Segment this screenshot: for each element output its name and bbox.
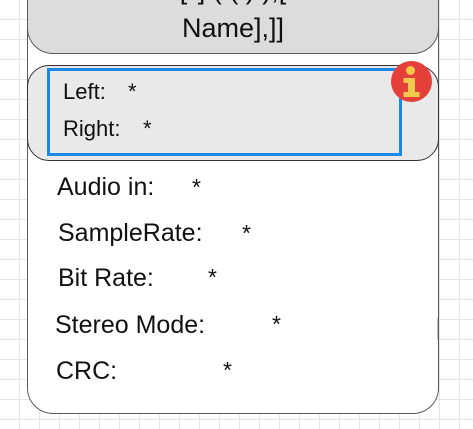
block-title-header[interactable]: [*] ( ( ) ),[ Name],]] (27, 0, 439, 54)
prop-audio-in-value: * (192, 174, 201, 200)
prop-crc-label: CRC: (56, 357, 118, 385)
prop-audio-in-label: Audio in: (57, 173, 155, 201)
port-right-label: Right: (63, 116, 121, 141)
prop-stereo-mode-value: * (272, 311, 281, 337)
port-right-value: * (143, 116, 152, 141)
prop-bitrate-value: * (208, 264, 217, 290)
info-icon-glyph (391, 61, 432, 102)
port-left-value: * (128, 79, 137, 104)
audio-block-body[interactable] (27, 0, 439, 414)
port-left-label: Left: (63, 79, 106, 104)
prop-stereo-mode-label: Stereo Mode: (55, 311, 206, 339)
ports-section[interactable] (27, 65, 439, 161)
info-icon[interactable] (391, 61, 432, 102)
prop-samplerate-label: SampleRate: (58, 219, 203, 247)
prop-samplerate-value: * (242, 220, 251, 246)
block-title-line-1: [*] ( ( ) ),[ (28, 0, 438, 6)
selection-highlight (47, 68, 402, 156)
prop-bitrate-label: Bit Rate: (58, 264, 154, 292)
prop-crc-value: * (223, 357, 232, 383)
connector-tick (437, 318, 438, 340)
block-title-line-2: Name],]] (181, 13, 285, 43)
